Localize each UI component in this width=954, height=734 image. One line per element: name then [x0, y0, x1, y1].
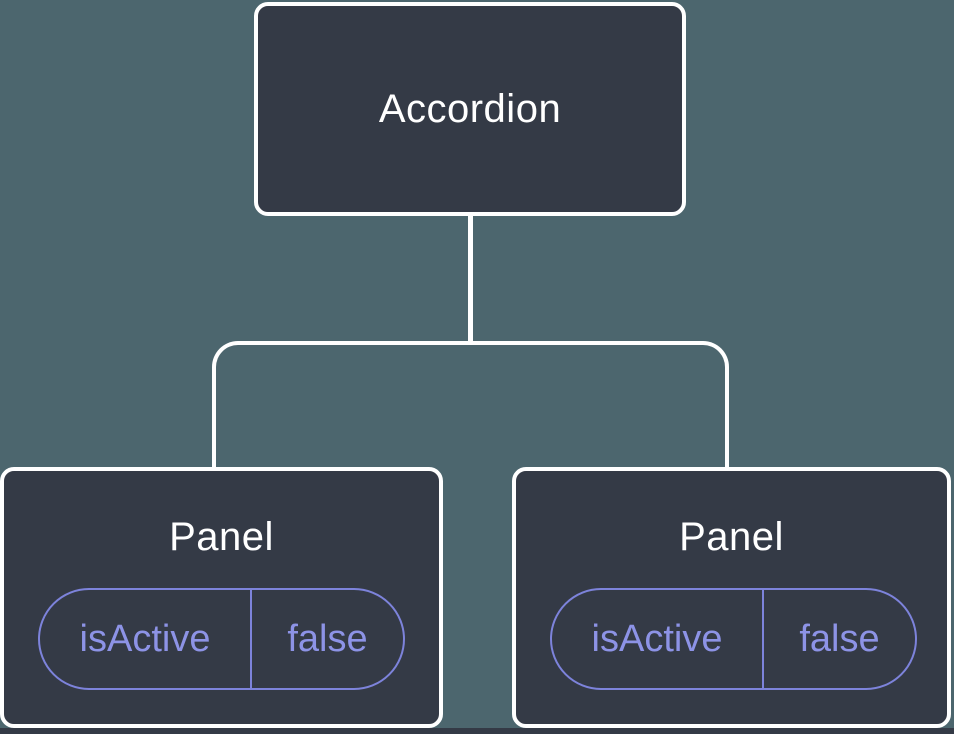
- state-key: isActive: [40, 590, 252, 688]
- state-value: false: [287, 617, 368, 660]
- state-pill: isActive false: [550, 588, 917, 690]
- accordion-node-label: Accordion: [378, 86, 562, 131]
- connector-bracket: [212, 341, 729, 472]
- state-pill: isActive false: [38, 588, 405, 690]
- panel-node-left: Panel isActive false: [0, 467, 443, 728]
- panel-node-label: Panel: [679, 515, 784, 559]
- accordion-node: Accordion: [254, 2, 686, 216]
- panel-node-label: Panel: [169, 515, 274, 559]
- state-value: false: [799, 617, 880, 660]
- connector-stem: [468, 214, 473, 344]
- state-key: isActive: [552, 590, 764, 688]
- bottom-edge-bar: [0, 728, 954, 734]
- panel-node-right: Panel isActive false: [512, 467, 951, 728]
